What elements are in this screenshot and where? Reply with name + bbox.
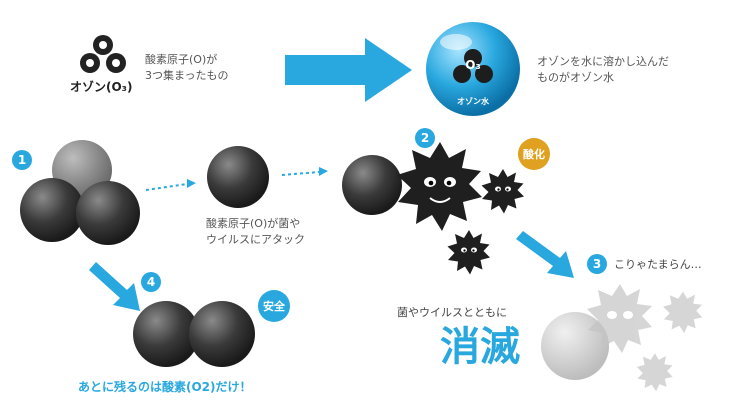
ozone-desc-line2: 3つ集まったもの: [145, 69, 229, 82]
water-desc-line2: ものがオゾン水: [537, 71, 614, 84]
oxygen-molecule-icon: [133, 301, 255, 367]
blue-arrow-icon: [516, 231, 574, 278]
dotted-arrow-icon: [145, 179, 196, 191]
big-arrow-icon: [285, 38, 412, 102]
germ-icon: [447, 230, 490, 275]
faded-germ-icon: [587, 284, 652, 353]
blue-arrow-icon: [89, 262, 140, 311]
o3-symbol: O₃: [465, 58, 481, 72]
water-desc-line1: オゾンを水に溶かし込んだ: [537, 55, 669, 68]
attack-text-line2: ウイルスにアタック: [206, 233, 305, 246]
bottom-text: あとに残るのは酸素(O2)だけ！: [78, 380, 252, 394]
faded-germ-icon: [663, 291, 703, 333]
ozone-molecule-icon: [80, 35, 126, 73]
step-1-number: 1: [12, 150, 32, 170]
oxidation-badge: 酸化: [518, 138, 550, 170]
ozone-desc-line1: 酸素原子(O)が: [145, 53, 218, 66]
faded-germ-icon: [636, 353, 673, 392]
o3-water-ball-icon: [426, 22, 520, 116]
ozone-label: オゾン(O₃): [70, 80, 133, 94]
disappear-big: 消滅: [440, 324, 520, 370]
germ-icon: [481, 169, 524, 214]
step-3-text: こりゃたまらん…: [614, 258, 702, 271]
step-2-number: 2: [415, 128, 435, 148]
dotted-arrow-icon: [281, 167, 328, 176]
attack-text-line1: 酸素原子(O)が菌や: [206, 217, 301, 230]
disappear-text: 菌やウイルスとともに: [397, 306, 507, 319]
germ-icon: [397, 142, 482, 231]
safe-badge: 安全: [258, 290, 290, 322]
step-3-number: 3: [587, 254, 607, 274]
oxygen-atom: [207, 146, 269, 208]
step1-ozone-molecule: [20, 140, 140, 245]
o3-ball-text: オゾン水: [457, 97, 489, 106]
oxygen-atom: [342, 155, 402, 215]
step-4-number: 4: [141, 272, 161, 292]
